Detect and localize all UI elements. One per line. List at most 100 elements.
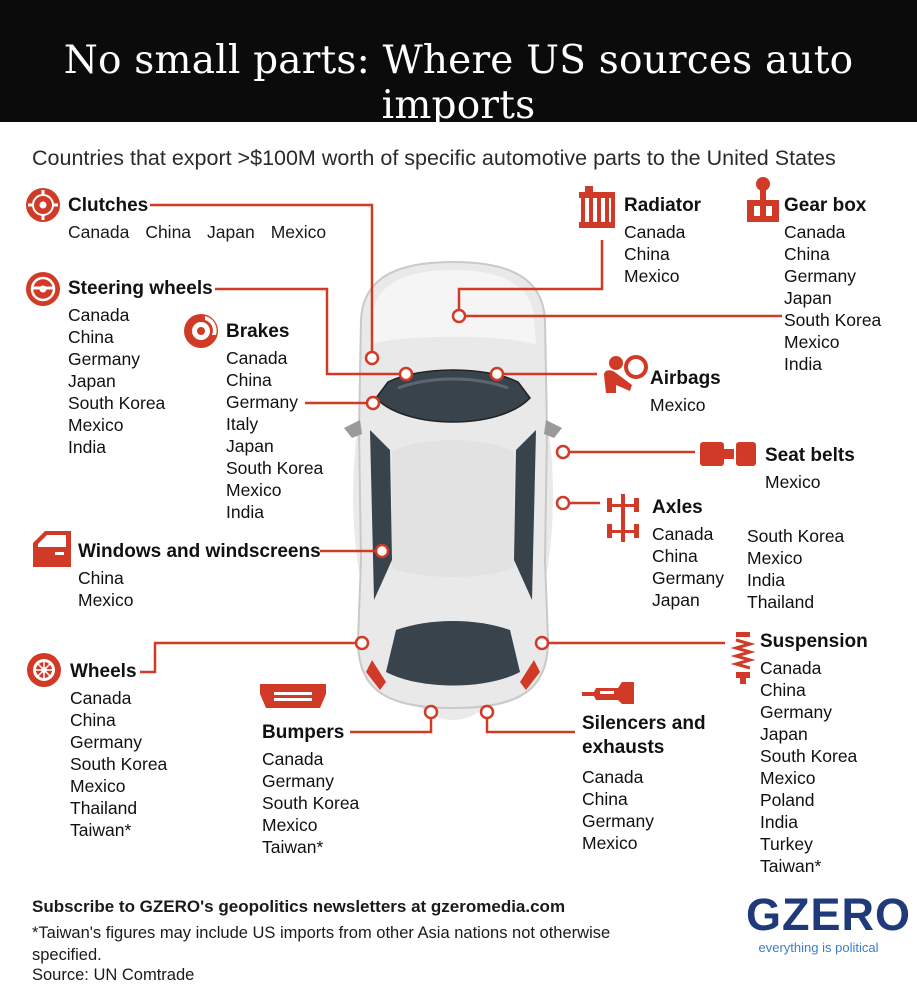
wheels-point <box>354 635 370 651</box>
clutches-block: Clutches Canada China Japan Mexico <box>68 194 342 243</box>
country-item: South Korea <box>226 458 324 478</box>
country-item: Mexico <box>624 266 680 286</box>
country-item: India <box>784 354 822 374</box>
seat-belt-icon <box>700 442 756 466</box>
country-item: Canada <box>262 749 324 769</box>
wheel-icon <box>27 653 61 687</box>
country-item: South Korea <box>262 793 360 813</box>
rear-window <box>386 621 520 686</box>
country-item: Mexico <box>582 833 638 853</box>
country-item: China <box>582 789 628 809</box>
clutches-point <box>364 350 380 366</box>
country-item: Canada <box>624 222 686 242</box>
country-item: China <box>652 546 698 566</box>
bumper-icon <box>260 684 326 708</box>
gzero-logo[interactable]: GZERO everything is political <box>746 892 910 956</box>
country-item: Mexico <box>760 768 816 788</box>
country-item: India <box>747 570 785 590</box>
country-item: Taiwan* <box>262 837 324 857</box>
bumpers-block: Bumpers Canada Germany South Korea Mexic… <box>262 721 359 858</box>
silencers-point <box>479 704 495 720</box>
country-item: Mexico <box>226 480 282 500</box>
page-title: No small parts: Where US sources auto im… <box>63 38 854 128</box>
suspension-title: Suspension <box>760 631 868 652</box>
silencers-countries: Canada China Germany Mexico <box>582 766 706 854</box>
country-item: South Korea <box>747 526 845 546</box>
country-item: South Korea <box>760 746 858 766</box>
country-item: Canada <box>582 767 644 787</box>
axles-countries-col1: Canada China Germany Japan <box>652 523 724 611</box>
windows-title: Windows and windscreens <box>78 541 321 562</box>
bumpers-title: Bumpers <box>262 722 345 743</box>
clutches-country: China <box>145 222 192 242</box>
country-item: Poland <box>760 790 815 810</box>
steering-connector <box>215 287 406 376</box>
wheels-title: Wheels <box>70 661 137 682</box>
seat-belts-block: Seat belts Mexico <box>765 444 855 493</box>
page-subtitle: Countries that export >$100M worth of sp… <box>32 146 836 170</box>
clutches-country: Canada <box>68 222 130 242</box>
clutches-country: Japan <box>207 222 255 242</box>
left-side-window <box>370 430 392 600</box>
airbags-countries: Mexico <box>650 394 721 416</box>
radiator-gearbox-point <box>451 308 467 324</box>
country-item: Japan <box>652 590 700 610</box>
brakes-countries: Canada China Germany Italy Japan South K… <box>226 347 323 523</box>
country-item: Mexico <box>70 776 126 796</box>
gear-box-countries: Canada China Germany Japan South Korea M… <box>784 221 881 375</box>
radiator-icon <box>579 186 615 228</box>
seat-belts-title: Seat belts <box>765 445 855 466</box>
country-item: Japan <box>784 288 832 308</box>
country-item: Turkey <box>760 834 813 854</box>
country-item: China <box>70 710 116 730</box>
country-item: Mexico <box>78 590 134 610</box>
country-item: Japan <box>760 724 808 744</box>
left-mirror <box>344 420 362 438</box>
airbags-block: Airbags Mexico <box>650 367 721 416</box>
clutches-title: Clutches <box>68 195 149 216</box>
seatbelts-point <box>555 444 571 460</box>
axles-title: Axles <box>652 497 703 518</box>
country-item: Mexico <box>262 815 318 835</box>
gear-box-title: Gear box <box>784 195 867 216</box>
country-item: Thailand <box>70 798 138 818</box>
axles-countries-col2: South Korea Mexico India Thailand <box>747 525 844 613</box>
steering-wheel-icon <box>26 272 60 306</box>
country-item: Mexico <box>747 548 803 568</box>
country-item: Canada <box>652 524 714 544</box>
car-door-icon <box>33 531 71 567</box>
country-item: India <box>68 437 106 457</box>
country-item: South Korea <box>70 754 168 774</box>
country-item: China <box>784 244 830 264</box>
airbags-point <box>489 366 505 382</box>
country-item: Mexico <box>68 415 124 435</box>
country-item: China <box>760 680 806 700</box>
source-note: Source: UN Comtrade <box>32 966 195 984</box>
country-item: Germany <box>70 732 142 752</box>
country-item: Canada <box>760 658 822 678</box>
car-roof <box>392 440 514 577</box>
airbag-icon <box>604 355 648 393</box>
steering-wheels-title: Steering wheels <box>68 278 213 299</box>
suspension-point <box>534 635 550 651</box>
brakes-title: Brakes <box>226 321 290 342</box>
country-item: Canada <box>70 688 132 708</box>
silencers-connector <box>485 712 575 734</box>
axles-block: Axles Canada China Germany Japan <box>652 496 724 611</box>
country-item: Canada <box>68 305 130 325</box>
subscribe-link[interactable]: Subscribe to GZERO's geopolitics newslet… <box>32 897 566 916</box>
country-item: South Korea <box>784 310 882 330</box>
country-item: China <box>78 568 124 588</box>
windows-countries: China Mexico <box>78 567 321 611</box>
country-item: Japan <box>68 371 116 391</box>
country-item: Taiwan* <box>760 856 822 876</box>
airbags-title: Airbags <box>650 368 721 389</box>
radiator-title: Radiator <box>624 195 702 216</box>
country-item: Japan <box>226 436 274 456</box>
silencers-block: Silencers and exhausts Canada China Germ… <box>582 712 706 854</box>
country-item: Germany <box>652 568 724 588</box>
windows-block: Windows and windscreens China Mexico <box>78 540 321 611</box>
clutches-country: Mexico <box>270 222 327 242</box>
country-item: Germany <box>760 702 832 722</box>
radiator-countries: Canada China Mexico <box>624 221 701 287</box>
